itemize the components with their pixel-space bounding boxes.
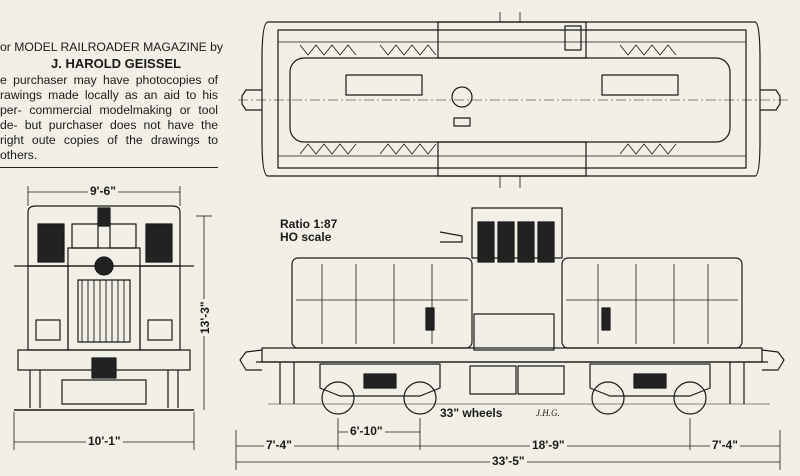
scale-note: Ratio 1:87 HO scale <box>280 218 337 244</box>
credit-divider <box>0 167 218 168</box>
end-width-dimension: 9'-6" <box>88 184 118 198</box>
truck-wheelbase-dimension: 6'-10" <box>348 424 385 438</box>
end-view <box>13 186 212 450</box>
scale-ratio: Ratio 1:87 <box>280 217 338 231</box>
credit-block: or MODEL RAILROADER MAGAZINE by J. HAROL… <box>0 40 224 168</box>
top-view <box>238 12 790 188</box>
credit-line: or MODEL RAILROADER MAGAZINE by <box>0 40 224 54</box>
right-overhang-dimension: 7'-4" <box>710 438 740 452</box>
wheel-size-label: 33" wheels <box>440 406 503 420</box>
left-overhang-dimension: 7'-4" <box>264 438 294 452</box>
end-base-dimension: 10'-1" <box>86 434 123 448</box>
side-view <box>235 207 785 470</box>
end-height-dimension: 13'-3" <box>198 299 212 336</box>
author-name: J. HAROLD GEISSEL <box>50 56 182 71</box>
overall-length-dimension: 33'-5" <box>490 454 527 468</box>
truck-centers-dimension: 18'-9" <box>530 438 567 452</box>
scale-gauge: HO scale <box>280 230 332 244</box>
copyright-notice: e purchaser may have photocopies of rawi… <box>0 73 218 162</box>
draftsman-initials: J.H.G. <box>536 408 560 418</box>
